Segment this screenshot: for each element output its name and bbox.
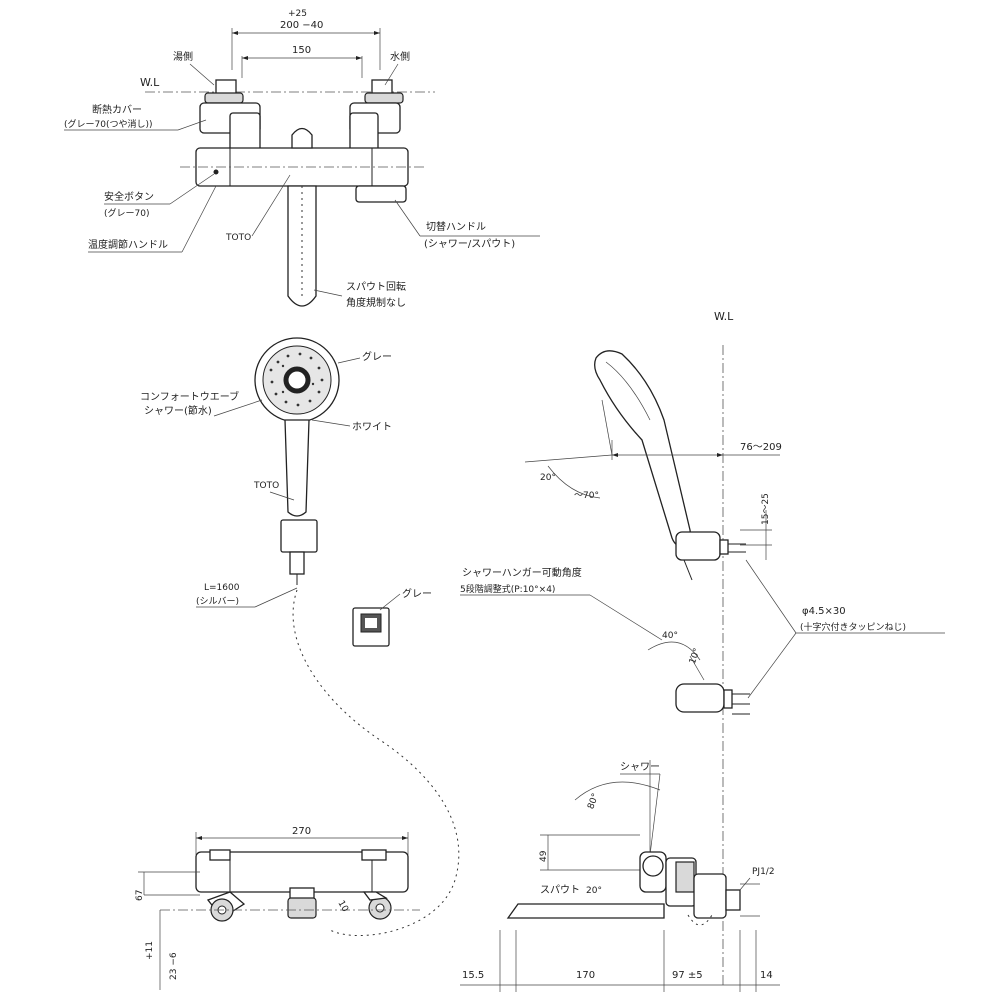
label-switch-handle-note: (シャワー/スパウト) [424,238,515,250]
dim-height-49: 49 [539,850,549,862]
dim-bottom-15-5: 15.5 [462,970,484,981]
dim-reach: 76〜209 [740,442,782,453]
label-shower: シャワー [620,762,660,773]
dim-bottom-97: 97 ±5 [672,970,703,981]
label-grey-hanger: グレー [402,587,432,600]
label-spout: スパウト [540,884,580,896]
dim-top-tolerance: +25 [288,9,307,19]
label-safety-button-color: (グレー70) [104,207,149,219]
front-faucet-view: 270 67 +11 23 −6 10 [135,826,420,990]
label-hot: 湯側 [173,50,193,63]
dim-top-span: 200 −40 [280,20,323,31]
label-hose-length: L=1600 [204,583,240,593]
dim-head-angle-a: 20° [540,473,556,483]
dim-bottom-14: 14 [760,970,773,981]
label-switch-handle: 切替ハンドル [426,220,486,233]
wl-top-label: W.L [140,76,160,89]
label-toto-body: TOTO [225,233,251,243]
safety-button-dot [213,169,219,175]
dim-head-angle-b: 〜70° [574,491,599,501]
dim-spout-angle: 20° [586,886,602,896]
label-spout-rotation-note: 角度規制なし [346,296,406,309]
label-grey-head: グレー [362,350,392,363]
label-cold: 水側 [390,50,410,63]
dim-offset-base: 23 −6 [169,952,179,980]
label-pj: PJ1/2 [752,867,775,877]
label-toto-handle: TOTO [253,481,279,491]
dim-body-width: 270 [292,826,311,837]
dim-top-inner: 150 [292,45,311,56]
label-hanger-angle-note: 5段階調整式(P:10°×4) [460,583,555,595]
hanger-part: グレー [352,587,432,647]
dim-height-67: 67 [135,890,145,901]
side-view: W.L 76〜209 20° 〜70° 15〜25 シャワーハンガー可動角度 5… [460,310,945,992]
label-heat-cover-color: (グレー70(つや消し)) [64,118,153,130]
wl-side-label: W.L [714,310,734,323]
label-comfort-wave: コンフォートウエーブ [140,390,239,403]
label-spout-rotation: スパウト回転 [346,281,406,293]
dim-hanger-angle: 40° [662,631,678,641]
dim-hanger-pitch: 10° [688,647,703,665]
label-safety-button: 安全ボタン [104,190,154,203]
label-heat-cover: 断熱カバー [92,103,142,116]
shower-head-view: グレー コンフォートウエーブ シャワー(節水) ホワイト TOTO L=1600… [140,337,460,937]
label-hose-color: (シルバー) [196,596,239,607]
label-temp-handle: 温度調節ハンドル [88,238,168,251]
top-faucet-view: +25 200 −40 150 W.L 湯側 水側 断熱カバー [64,9,540,309]
dim-10: 10 [335,899,350,914]
dim-offset-plus: +11 [145,941,155,960]
label-screw: φ4.5×30 [802,606,846,617]
dim-vertical-adj: 15〜25 [761,493,771,525]
label-screw-note: (十字穴付きタッピンねじ) [800,621,906,633]
label-comfort-wave-note: シャワー(節水) [144,404,212,417]
dim-shower-angle: 80° [586,792,601,810]
label-white: ホワイト [352,421,392,433]
label-hanger-angle: シャワーハンガー可動角度 [462,566,582,579]
dim-bottom-170: 170 [576,970,595,981]
